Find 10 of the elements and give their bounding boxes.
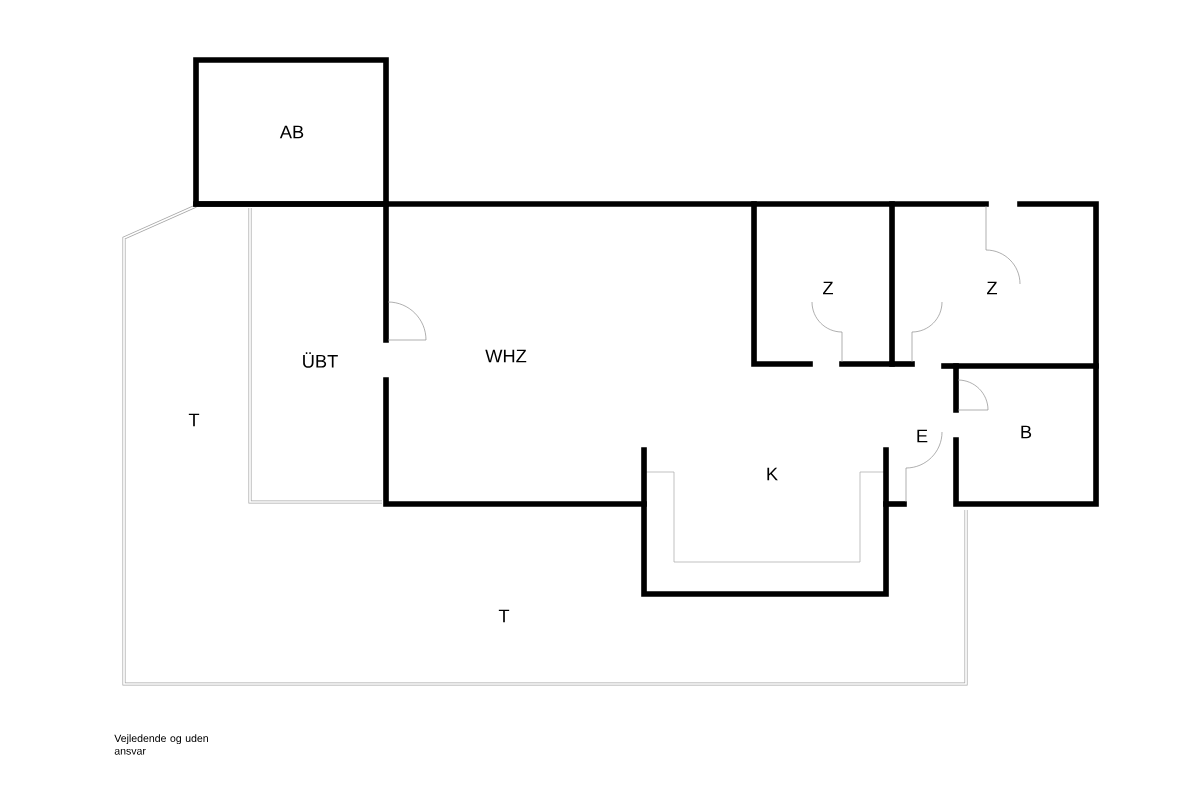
room-label: T bbox=[188, 413, 200, 427]
room-label: WHZ bbox=[485, 349, 527, 363]
room-label: B bbox=[1021, 425, 1032, 439]
room-label: T bbox=[498, 609, 510, 623]
room-label: Z bbox=[823, 281, 833, 295]
room-label: E bbox=[917, 429, 928, 443]
room-label: ÜBT bbox=[303, 352, 338, 368]
room-label: AB bbox=[279, 125, 304, 139]
room-label: Z bbox=[987, 281, 997, 295]
room-label: K bbox=[767, 467, 778, 481]
